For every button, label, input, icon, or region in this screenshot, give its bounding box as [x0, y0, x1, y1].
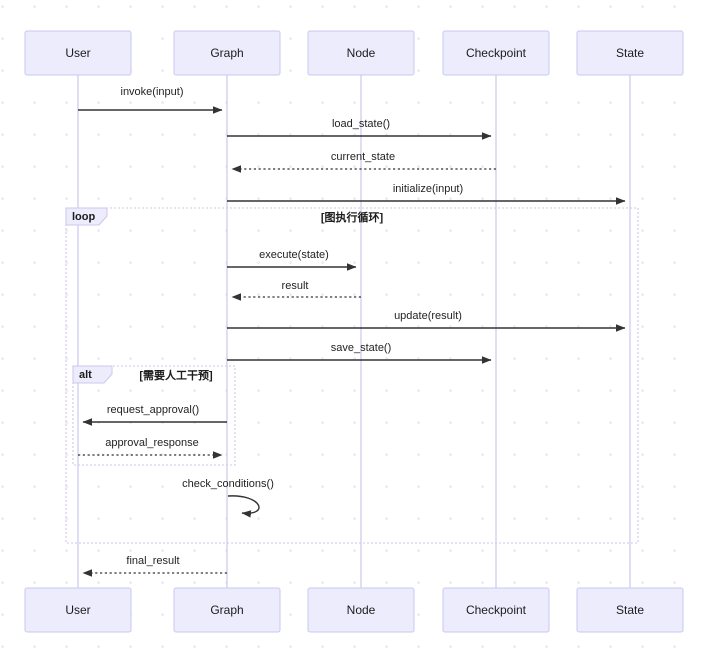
actor-state-top[interactable]: State: [576, 30, 684, 76]
actor-node-bottom[interactable]: Node: [307, 587, 415, 633]
actor-checkpoint-bottom[interactable]: Checkpoint: [442, 587, 550, 633]
message-request-approval[interactable]: request_approval(): [82, 404, 227, 426]
actor-label: Graph: [210, 46, 243, 60]
message-load-state[interactable]: load_state(): [227, 118, 492, 140]
message-execute-state[interactable]: execute(state): [227, 249, 357, 271]
message-label: update(result): [394, 310, 462, 322]
actor-box: [576, 30, 684, 76]
actor-label: Checkpoint: [466, 46, 527, 60]
actor-graph-top[interactable]: Graph: [173, 30, 281, 76]
message-result[interactable]: result: [231, 280, 361, 301]
actor-box: [307, 587, 415, 633]
actor-label: State: [616, 603, 644, 617]
actor-checkpoint-top[interactable]: Checkpoint: [442, 30, 550, 76]
message-initialize-input[interactable]: initialize(input): [227, 183, 626, 205]
actor-label: User: [65, 603, 90, 617]
message-label: load_state(): [332, 118, 390, 130]
actor-box: [442, 30, 550, 76]
actor-box: [24, 30, 132, 76]
fragment-alt[interactable]: alt [需要人工干预]: [72, 365, 236, 466]
actor-box: [173, 30, 281, 76]
lifelines: [77, 75, 631, 588]
actor-box: [24, 587, 132, 633]
actor-user-bottom[interactable]: User: [24, 587, 132, 633]
message-approval-response[interactable]: approval_response: [78, 437, 223, 459]
actor-state-bottom[interactable]: State: [576, 587, 684, 633]
message-label: invoke(input): [121, 86, 184, 98]
message-self-arrow: [227, 495, 260, 518]
fragment-loop-condition: [图执行循环]: [321, 210, 384, 224]
message-label: initialize(input): [393, 183, 463, 195]
fragment-alt-tag: [72, 365, 113, 384]
message-label: final_result: [126, 555, 179, 567]
fragment-loop[interactable]: loop [图执行循环]: [65, 207, 639, 544]
actor-box: [442, 587, 550, 633]
message-label: request_approval(): [107, 404, 199, 416]
actor-box: [173, 587, 281, 633]
actors-bottom: User Graph Node Checkpoint State: [24, 587, 684, 633]
message-label: execute(state): [259, 249, 329, 261]
actor-label: Graph: [210, 603, 243, 617]
fragment-alt-box: [72, 365, 236, 466]
message-update-result[interactable]: update(result): [227, 310, 626, 332]
message-save-state[interactable]: save_state(): [227, 342, 492, 364]
message-final-result[interactable]: final_result: [82, 555, 227, 577]
actor-label: State: [616, 46, 644, 60]
message-current-state[interactable]: current_state: [231, 151, 496, 173]
actors-top: User Graph Node Checkpoint State: [24, 30, 684, 76]
message-label: save_state(): [331, 342, 392, 354]
message-label: current_state: [331, 151, 395, 163]
fragment-alt-condition: [需要人工干预]: [139, 368, 213, 382]
message-label: check_conditions(): [182, 478, 274, 490]
actor-label: Node: [347, 603, 376, 617]
message-invoke-input[interactable]: invoke(input): [78, 86, 223, 114]
actor-label: User: [65, 46, 90, 60]
actor-box: [576, 587, 684, 633]
message-check-conditions[interactable]: check_conditions(): [182, 478, 274, 518]
message-label: result: [282, 280, 309, 292]
actor-label: Node: [347, 46, 376, 60]
actor-user-top[interactable]: User: [24, 30, 132, 76]
fragment-loop-box: [65, 207, 639, 544]
message-label: approval_response: [105, 437, 199, 449]
fragment-alt-keyword: alt: [79, 369, 92, 381]
fragment-loop-tag: [65, 207, 108, 226]
fragment-loop-keyword: loop: [72, 211, 95, 223]
actor-graph-bottom[interactable]: Graph: [173, 587, 281, 633]
actor-label: Checkpoint: [466, 603, 527, 617]
actor-box: [307, 30, 415, 76]
actor-node-top[interactable]: Node: [307, 30, 415, 76]
